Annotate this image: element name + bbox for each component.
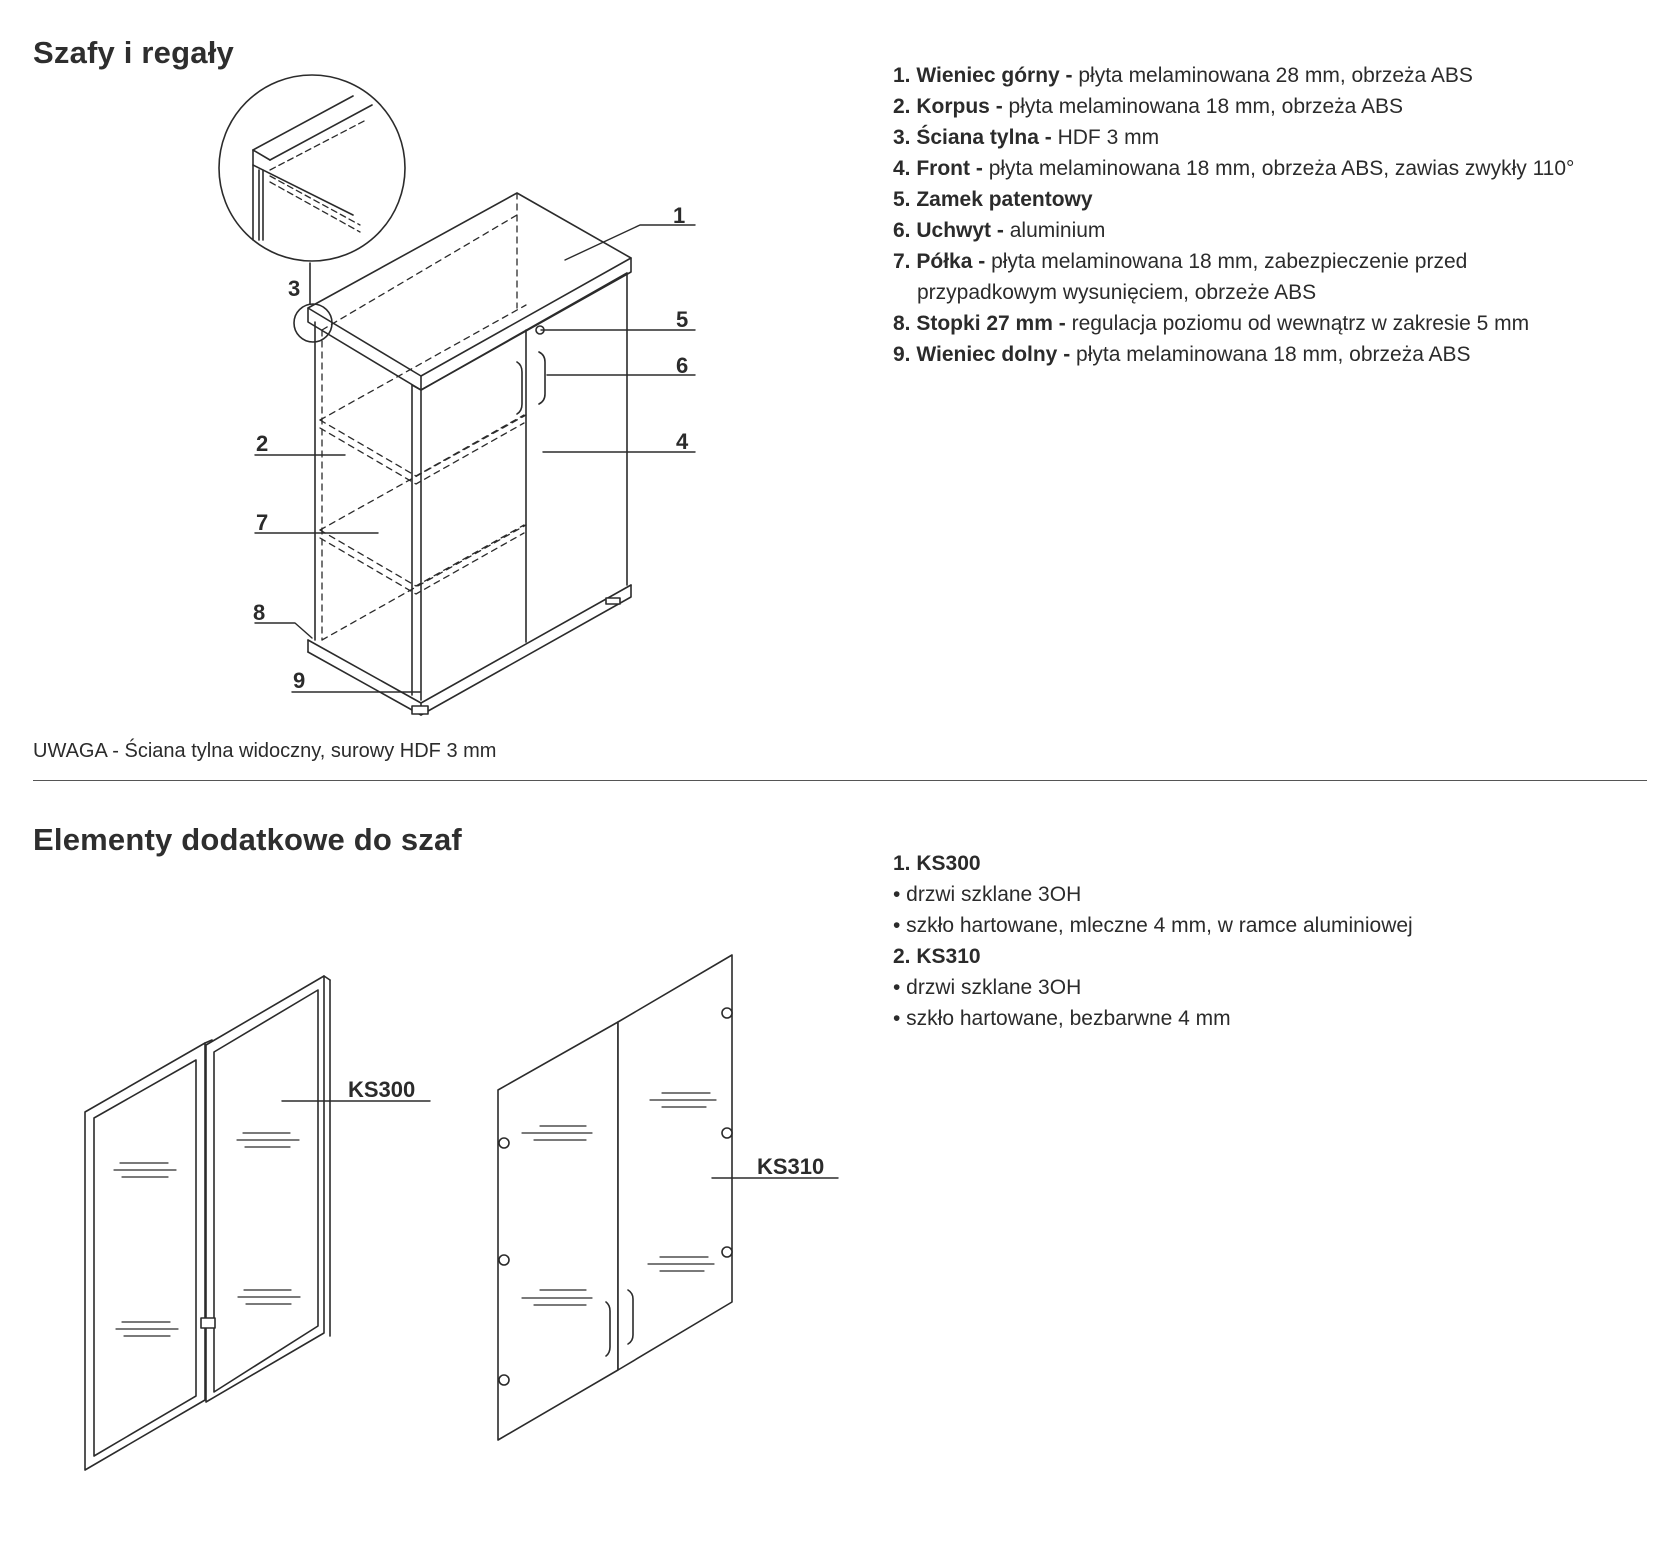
callout-5: 5 — [676, 307, 688, 332]
ks300-label: KS300 — [348, 1077, 415, 1102]
accessory-bullet: • drzwi szklane 3OH — [893, 976, 1082, 999]
section-title-accessories: Elementy dodatkowe do szaf — [33, 822, 462, 857]
parts-list-item-continuation: przypadkowym wysunięciem, obrzeże ABS — [917, 281, 1317, 304]
accessory-heading: 1. KS300 — [893, 852, 981, 875]
callout-8: 8 — [253, 600, 265, 625]
parts-list-item: 4. Front - płyta melaminowana 18 mm, obr… — [893, 157, 1575, 180]
accessory-bullet: • szkło hartowane, bezbarwne 4 mm — [893, 1007, 1231, 1030]
ks310-label: KS310 — [757, 1154, 824, 1179]
ks300-drawing — [84, 975, 431, 1471]
parts-list-item: 5. Zamek patentowy — [893, 188, 1093, 211]
callout-9: 9 — [293, 668, 305, 693]
parts-list-item: 6. Uchwyt - aluminium — [893, 219, 1106, 242]
parts-list: 1. Wieniec górny - płyta melaminowana 28… — [893, 60, 1574, 370]
parts-list-item: 3. Ściana tylna - HDF 3 mm — [893, 126, 1160, 149]
parts-list-item: 8. Stopki 27 mm - regulacja poziomu od w… — [893, 312, 1530, 335]
callout-1: 1 — [673, 203, 685, 228]
accessory-heading: 2. KS310 — [893, 945, 981, 968]
parts-list-item: 1. Wieniec górny - płyta melaminowana 28… — [893, 64, 1473, 87]
note-text: UWAGA - Ściana tylna widoczny, surowy HD… — [33, 740, 497, 762]
callout-7: 7 — [256, 510, 268, 535]
accessories-list: 1. KS300 • drzwi szklane 3OH • szkło har… — [893, 848, 1413, 1034]
accessory-bullet: • szkło hartowane, mleczne 4 mm, w ramce… — [893, 914, 1413, 937]
section-divider — [33, 780, 1647, 781]
parts-list-item: 9. Wieniec dolny - płyta melaminowana 18… — [893, 343, 1471, 366]
callout-4: 4 — [676, 429, 689, 454]
callout-2: 2 — [256, 431, 268, 456]
callout-6: 6 — [676, 353, 688, 378]
ks310-drawing — [497, 954, 839, 1441]
accessory-bullet: • drzwi szklane 3OH — [893, 883, 1082, 906]
callout-3: 3 — [288, 276, 300, 301]
parts-list-item: 7. Półka - płyta melaminowana 18 mm, zab… — [893, 250, 1468, 273]
parts-list-item: 2. Korpus - płyta melaminowana 18 mm, ob… — [893, 95, 1404, 118]
cabinet-drawing — [218, 74, 696, 716]
section-title-cabinets: Szafy i regały — [33, 35, 234, 70]
